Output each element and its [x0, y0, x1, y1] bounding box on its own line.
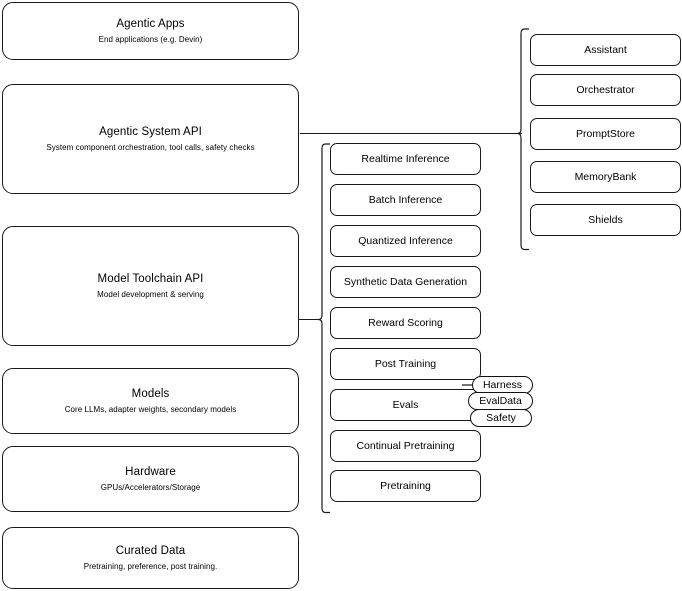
toolchain-box-synthetic-data-generation[interactable]: Synthetic Data Generation — [330, 266, 481, 298]
layer-title: Hardware — [125, 466, 176, 478]
layer-title: Models — [131, 388, 170, 400]
system-box-shields[interactable]: Shields — [530, 204, 681, 236]
system-box-orchestrator[interactable]: Orchestrator — [530, 74, 681, 106]
evals-pill-label: Harness — [482, 378, 523, 391]
system-box-label: PromptStore — [576, 128, 635, 140]
system-box-assistant[interactable]: Assistant — [530, 34, 681, 66]
toolchain-box-reward-scoring[interactable]: Reward Scoring — [330, 307, 481, 339]
layer-subtitle: Model development & serving — [97, 290, 204, 299]
evals-pill-label: EvalData — [479, 394, 522, 407]
toolchain-box-realtime-inference[interactable]: Realtime Inference — [330, 143, 481, 175]
layer-box-agentic-apps[interactable]: Agentic Apps End applications (e.g. Devi… — [2, 2, 299, 60]
toolchain-box-batch-inference[interactable]: Batch Inference — [330, 184, 481, 216]
system-box-label: Assistant — [584, 44, 627, 56]
toolchain-box-label: Realtime Inference — [361, 153, 450, 165]
evals-pill-safety[interactable]: Safety — [470, 409, 532, 427]
toolchain-box-label: Evals — [392, 399, 419, 411]
layer-subtitle: Core LLMs, adapter weights, secondary mo… — [64, 405, 237, 414]
toolchain-box-label: Batch Inference — [368, 194, 443, 206]
system-components-bracket — [516, 28, 529, 251]
layer-box-hardware[interactable]: Hardware GPUs/Accelerators/Storage — [2, 446, 299, 512]
layer-box-models[interactable]: Models Core LLMs, adapter weights, secon… — [2, 368, 299, 434]
system-box-promptstore[interactable]: PromptStore — [530, 118, 681, 150]
toolchain-box-continual-pretraining[interactable]: Continual Pretraining — [330, 430, 481, 462]
toolchain-box-evals[interactable]: Evals — [330, 389, 481, 421]
toolchain-box-label: Reward Scoring — [368, 317, 443, 329]
toolchain-box-label: Synthetic Data Generation — [343, 276, 468, 288]
layer-box-curated-data[interactable]: Curated Data Pretraining, preference, po… — [2, 527, 299, 589]
layer-box-agentic-system-api[interactable]: Agentic System API System component orch… — [2, 84, 299, 194]
toolchain-box-label: Quantized Inference — [358, 235, 453, 247]
evals-pill-label: Safety — [486, 411, 516, 424]
toolchain-box-pretraining[interactable]: Pretraining — [330, 470, 481, 502]
toolchain-box-post-training[interactable]: Post Training — [330, 348, 481, 380]
layer-title: Agentic Apps — [116, 18, 185, 30]
toolchain-box-quantized-inference[interactable]: Quantized Inference — [330, 225, 481, 257]
layer-box-model-toolchain-api[interactable]: Model Toolchain API Model development & … — [2, 226, 299, 346]
layer-title: Curated Data — [115, 545, 186, 557]
system-box-memorybank[interactable]: MemoryBank — [530, 161, 681, 193]
layer-subtitle: Pretraining, preference, post training. — [83, 562, 218, 571]
layer-subtitle: System component orchestration, tool cal… — [46, 143, 255, 152]
layer-title: Model Toolchain API — [97, 273, 204, 285]
toolchain-box-label: Pretraining — [380, 480, 431, 492]
evals-pill-evaldata[interactable]: EvalData — [468, 392, 533, 410]
toolchain-box-label: Continual Pretraining — [356, 440, 455, 452]
system-box-label: Shields — [588, 214, 623, 226]
toolchain-box-label: Post Training — [374, 358, 437, 370]
layer-title: Agentic System API — [99, 126, 202, 138]
system-box-label: Orchestrator — [576, 84, 635, 96]
layer-subtitle: End applications (e.g. Devin) — [98, 35, 203, 44]
layer-subtitle: GPUs/Accelerators/Storage — [100, 483, 201, 492]
system-box-label: MemoryBank — [574, 171, 637, 183]
toolchain-components-bracket — [317, 143, 330, 514]
